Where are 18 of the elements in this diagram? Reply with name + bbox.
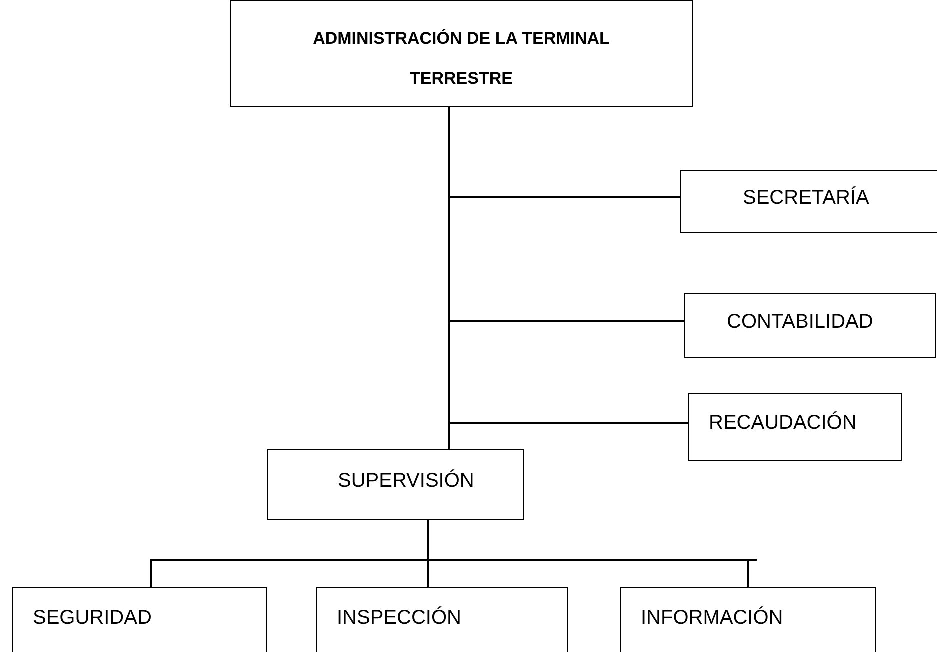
org-box [267, 449, 524, 520]
org-box [230, 0, 693, 107]
box-label: CONTABILIDAD [727, 310, 874, 334]
org-box [316, 587, 568, 652]
box-label: SECRETARÍA [743, 186, 870, 210]
connector-line [427, 520, 749, 587]
org-box [684, 293, 936, 358]
org-box [12, 587, 267, 652]
box-label: ADMINISTRACIÓN DE LA TERMINAL TERRESTRE [312, 28, 611, 90]
org-box [680, 170, 937, 233]
box-label: RECAUDACIÓN [709, 411, 857, 435]
box-label: SUPERVISIÓN [338, 468, 474, 492]
box-label: SEGURIDAD [33, 606, 152, 630]
connector-line [448, 107, 450, 449]
org-box [688, 393, 902, 461]
box-label: INSPECCIÓN [337, 606, 462, 630]
org-box [620, 587, 876, 652]
box-label: INFORMACIÓN [641, 606, 784, 630]
